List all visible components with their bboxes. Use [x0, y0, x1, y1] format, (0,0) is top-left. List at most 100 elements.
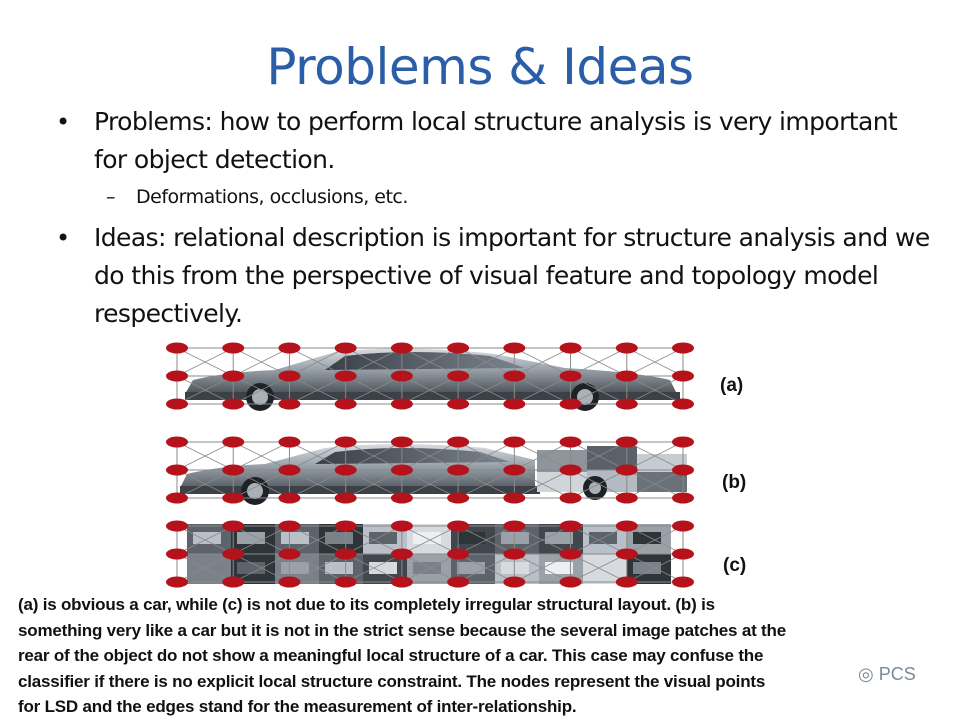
graph-node [278, 437, 300, 448]
bullet-list: • Problems: how to perform local structu… [56, 103, 936, 333]
graph-node [560, 521, 582, 532]
graph-node [222, 399, 244, 410]
graph-node [391, 343, 413, 354]
graph-node [447, 521, 469, 532]
bullet-marker: • [56, 103, 70, 141]
graph-node [447, 399, 469, 410]
graph-node [503, 343, 525, 354]
graph-node [560, 549, 582, 560]
graph-node [335, 371, 357, 382]
graph-node [503, 399, 525, 410]
graph-node [166, 465, 188, 476]
graph-node [672, 371, 694, 382]
graph-node [222, 577, 244, 588]
graph-node [166, 521, 188, 532]
image-patch-detail [589, 562, 617, 574]
graph-node [335, 399, 357, 410]
graph-node [335, 493, 357, 504]
graph-node [278, 521, 300, 532]
graph-node [391, 399, 413, 410]
graph-node [672, 493, 694, 504]
graph-node [166, 577, 188, 588]
graph-node [391, 577, 413, 588]
graph-node [447, 465, 469, 476]
graph-node [166, 371, 188, 382]
graph-node [166, 399, 188, 410]
graph-node [560, 493, 582, 504]
car-graph-c [165, 520, 695, 590]
graph-node [391, 437, 413, 448]
image-patch-detail [281, 562, 309, 574]
bullet-marker: • [56, 219, 70, 257]
image-patch-detail [413, 562, 441, 574]
graph-node [560, 399, 582, 410]
graph-node [278, 493, 300, 504]
figure-panel-b: (b) [165, 436, 695, 506]
graph-node [503, 465, 525, 476]
figure-panel-c: (c) [165, 520, 695, 590]
graph-node [335, 343, 357, 354]
graph-node [222, 465, 244, 476]
image-patch-detail [325, 562, 353, 574]
graph-node [560, 371, 582, 382]
car-graph-a [165, 342, 695, 412]
graph-node [222, 493, 244, 504]
graph-node [278, 549, 300, 560]
graph-node [335, 465, 357, 476]
bullet-ideas: • Ideas: relational description is impor… [56, 219, 936, 333]
graph-node [447, 549, 469, 560]
image-patch-detail [633, 532, 661, 544]
graph-node [222, 549, 244, 560]
graph-node [447, 437, 469, 448]
panel-label-b: (b) [722, 472, 746, 494]
bullet-text: Problems: how to perform local structure… [94, 107, 897, 174]
caption-line: classifier if there is no explicit local… [18, 669, 948, 695]
caption-line: something very like a car but it is not … [18, 618, 948, 644]
graph-node [616, 521, 638, 532]
graph-node [222, 437, 244, 448]
graph-node [222, 521, 244, 532]
panel-label-a: (a) [720, 375, 743, 397]
bullet-text: Ideas: relational description is importa… [94, 223, 930, 328]
graph-node [616, 465, 638, 476]
image-patch-detail [545, 562, 573, 574]
graph-node [278, 371, 300, 382]
sub-bullet-marker: – [106, 179, 115, 215]
graph-node [616, 577, 638, 588]
graph-node [672, 465, 694, 476]
graph-node [278, 577, 300, 588]
graph-node [560, 437, 582, 448]
graph-node [616, 437, 638, 448]
watermark-logo: ◎ PCS [858, 664, 916, 685]
graph-node [503, 549, 525, 560]
car-photo [185, 348, 680, 411]
graph-node [278, 399, 300, 410]
sub-bullet-text: Deformations, occlusions, etc. [136, 186, 408, 208]
image-patch-detail [457, 532, 485, 544]
graph-node [166, 343, 188, 354]
graph-node [391, 465, 413, 476]
graph-node [560, 465, 582, 476]
graph-node [503, 371, 525, 382]
figure-panel-a: (a) [165, 342, 695, 412]
slide-title: Problems & Ideas [0, 38, 960, 96]
graph-node [166, 437, 188, 448]
graph-node [447, 493, 469, 504]
image-patch-detail [457, 562, 485, 574]
graph-node [672, 343, 694, 354]
graph-node [672, 437, 694, 448]
graph-node [166, 493, 188, 504]
bullet-problems: • Problems: how to perform local structu… [56, 103, 936, 179]
image-patch-detail [369, 532, 397, 544]
graph-node [391, 521, 413, 532]
graph-node [278, 465, 300, 476]
sub-bullet-deformations: – Deformations, occlusions, etc. [56, 179, 936, 215]
graph-node [391, 549, 413, 560]
graph-node [672, 549, 694, 560]
graph-node [222, 371, 244, 382]
graph-node [391, 493, 413, 504]
graph-node [672, 521, 694, 532]
graph-node [616, 549, 638, 560]
graph-node [335, 549, 357, 560]
